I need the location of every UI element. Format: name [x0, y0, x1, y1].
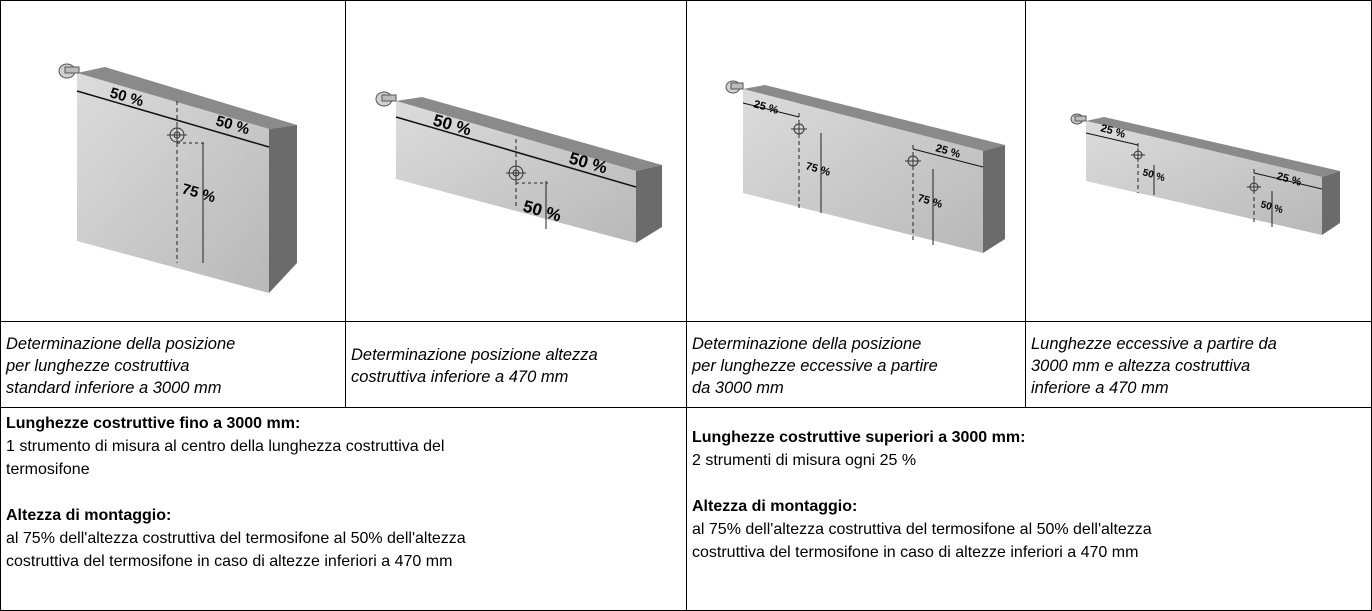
- measuring-point-icon: [905, 153, 921, 169]
- caption-line: Determinazione posizione altezza: [351, 345, 598, 364]
- radiator-diagram-excess-length-low-height: 25 % 50 % 25 % 50 %: [1070, 113, 1340, 235]
- info-text-line: termosifone: [6, 461, 90, 478]
- caption-low-height: Determinazione posizione altezza costrut…: [345, 321, 687, 408]
- figure-cell-standard: 50 % 50 % 75 %: [0, 0, 346, 322]
- measuring-point-icon: [1131, 148, 1145, 162]
- caption-line: 3000 mm e altezza costruttiva: [1031, 356, 1251, 375]
- caption-line: costruttiva inferiore a 470 mm: [351, 367, 569, 386]
- valve-icon: [375, 91, 397, 107]
- measuring-point-icon: [791, 121, 807, 137]
- caption-line: Determinazione della posizione: [6, 334, 236, 353]
- info-right: Lunghezze costruttive superiori a 3000 m…: [686, 407, 1372, 611]
- measuring-point-icon: [167, 125, 187, 145]
- caption-standard: Determinazione della posizione per lungh…: [0, 321, 346, 408]
- info-heading: Lunghezze costruttive superiori a 3000 m…: [692, 429, 1026, 446]
- valve-icon: [725, 80, 744, 94]
- measuring-point-icon: [1247, 180, 1261, 194]
- mount-text-line: costruttiva del termosifone in caso di a…: [692, 544, 1139, 561]
- caption-line: per lunghezze eccessive a partire: [692, 356, 938, 375]
- info-heading: Lunghezze costruttive fino a 3000 mm:: [6, 415, 301, 432]
- radiator-diagram-standard: 50 % 50 % 75 %: [58, 63, 297, 293]
- caption-line: da 3000 mm: [692, 378, 784, 397]
- info-text-line: 2 strumenti di misura ogni 25 %: [692, 452, 917, 469]
- mount-heading: Altezza di montaggio:: [692, 498, 858, 515]
- mount-text-line: costruttiva del termosifone in caso di a…: [6, 553, 453, 570]
- caption-line: per lunghezze costruttiva: [6, 356, 190, 375]
- caption-line: standard inferiore a 3000 mm: [6, 378, 222, 397]
- figure-cell-low-height: 50 % 50 % 50 %: [345, 0, 687, 322]
- valve-icon: [1070, 113, 1087, 125]
- mount-text-line: al 75% dell'altezza costruttiva del term…: [6, 530, 466, 547]
- info-left: Lunghezze costruttive fino a 3000 mm: 1 …: [0, 407, 687, 611]
- radiator-diagram-low-height: 50 % 50 % 50 %: [375, 91, 662, 243]
- measuring-point-icon: [506, 163, 526, 183]
- caption-excess-length: Determinazione della posizione per lungh…: [686, 321, 1026, 408]
- figure-cell-excess-length: 25 % 75 % 25 % 75 %: [686, 0, 1026, 322]
- caption-line: Lunghezze eccessive a partire da: [1031, 334, 1277, 353]
- mount-heading: Altezza di montaggio:: [6, 507, 172, 524]
- caption-line: Determinazione della posizione: [692, 334, 922, 353]
- caption-line: inferiore a 470 mm: [1031, 378, 1169, 397]
- caption-excess-length-low-height: Lunghezze eccessive a partire da 3000 mm…: [1025, 321, 1372, 408]
- figure-cell-excess-length-low-height: 25 % 50 % 25 % 50 %: [1025, 0, 1372, 322]
- radiator-diagram-excess-length: 25 % 75 % 25 % 75 %: [725, 80, 1005, 253]
- valve-icon: [58, 63, 80, 79]
- info-text-line: 1 strumento di misura al centro della lu…: [6, 438, 445, 455]
- mount-text-line: al 75% dell'altezza costruttiva del term…: [692, 521, 1152, 538]
